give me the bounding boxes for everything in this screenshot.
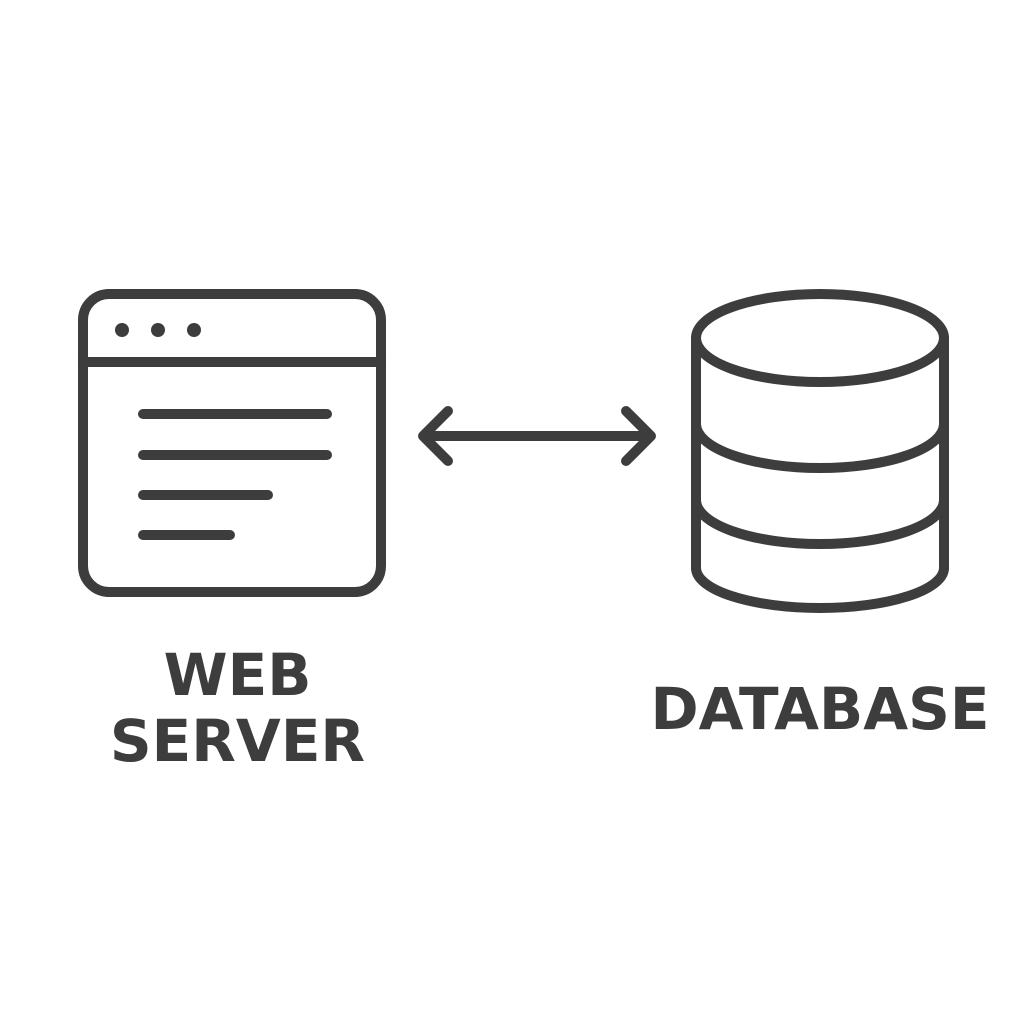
web-server-label: WEB SERVER <box>100 642 375 774</box>
database-ring-1 <box>691 419 949 473</box>
database-bottom-arc <box>691 563 949 613</box>
double-arrow-icon <box>418 406 656 466</box>
arrow-head-left <box>418 406 453 466</box>
arrow-head-right <box>621 406 656 466</box>
database-label-text: DATABASE <box>650 675 990 743</box>
database-top-ellipse <box>691 289 949 387</box>
window-dot-1 <box>115 323 129 337</box>
window-dot-2 <box>151 323 165 337</box>
database-label: DATABASE <box>650 676 990 742</box>
browser-window-icon <box>78 289 386 597</box>
browser-window-frame <box>78 289 386 597</box>
web-server-label-line2: SERVER <box>109 707 366 775</box>
database-cylinder-icon <box>691 289 949 613</box>
web-server-label-line1: WEB <box>163 641 312 709</box>
window-dot-3 <box>187 323 201 337</box>
database-ring-2 <box>691 495 949 549</box>
